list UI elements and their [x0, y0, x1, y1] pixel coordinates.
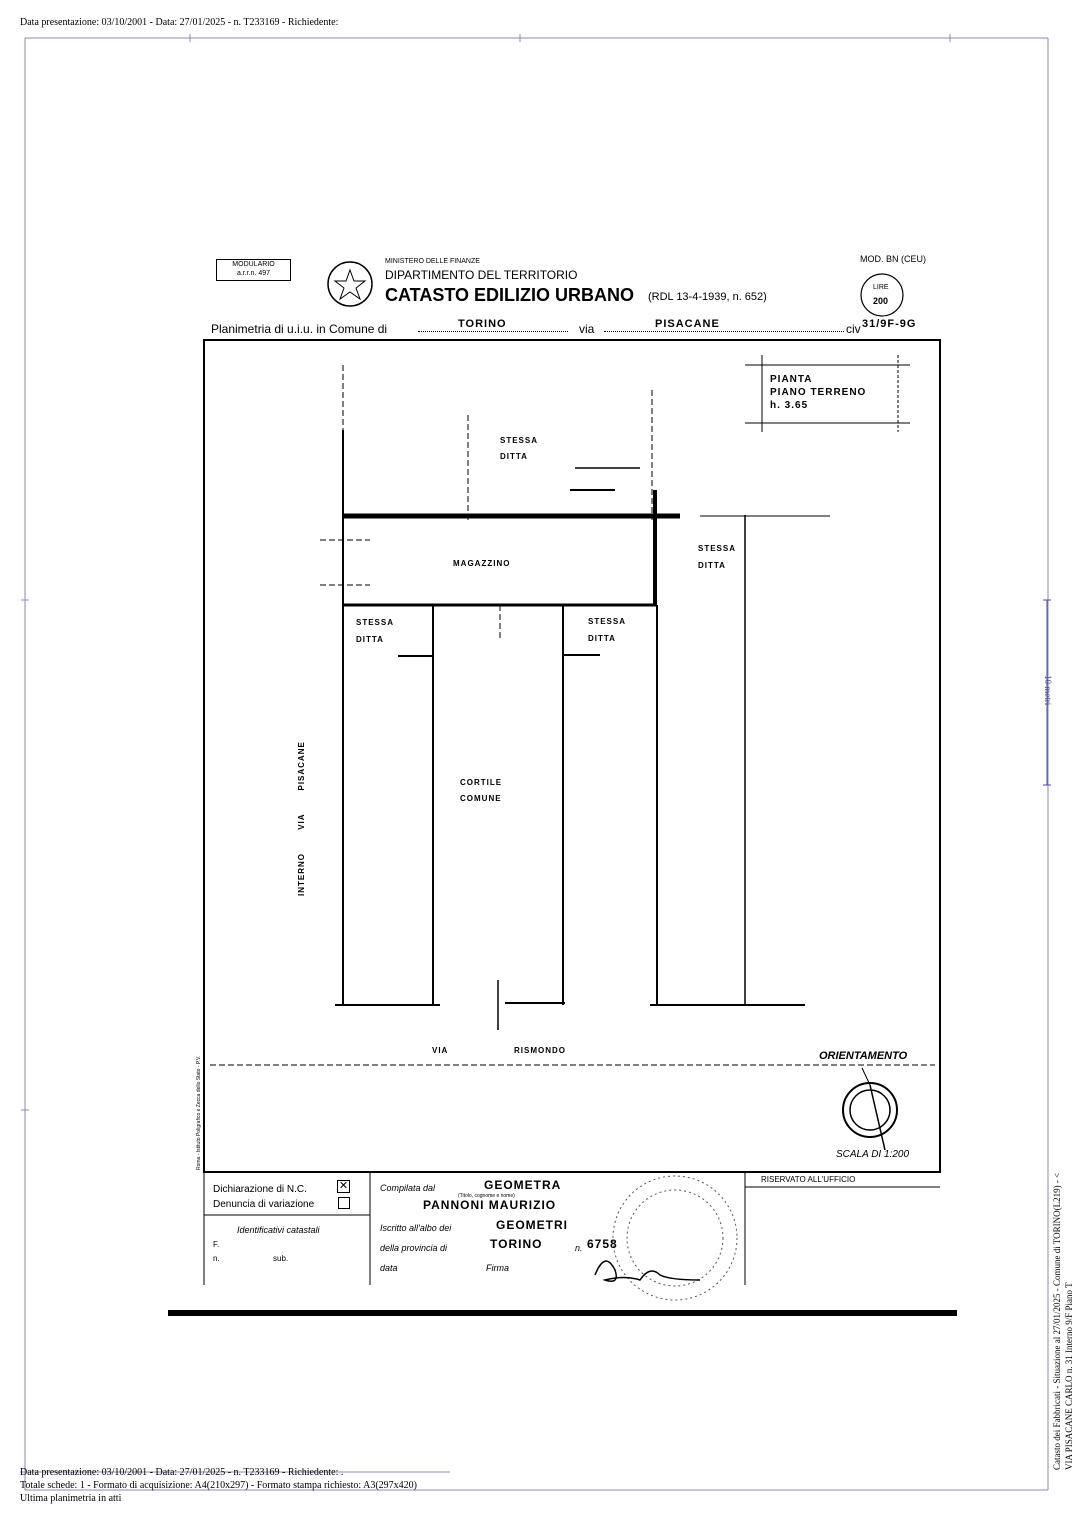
- label-rismondo: RISMONDO: [514, 1046, 566, 1055]
- f-label: F.: [213, 1240, 220, 1249]
- label-line: STESSA: [588, 617, 627, 626]
- plan-title: PIANTA PIANO TERRENO h. 3.65: [770, 373, 866, 412]
- label-stessa-ditta-right: STESSA DITTA: [698, 540, 736, 574]
- dichiarazione-checkbox[interactable]: ✕: [337, 1180, 350, 1193]
- label-line: STESSA: [356, 618, 395, 627]
- iscritto-label: Iscritto all'albo dei: [380, 1223, 452, 1233]
- form-lines: [203, 1172, 940, 1285]
- label-line: DITTA: [698, 561, 726, 570]
- label-line: COMUNE: [460, 794, 502, 803]
- label-line: CORTILE: [460, 778, 503, 787]
- label-line: DITTA: [356, 635, 384, 644]
- side-info: Catasto dei Fabbricati - Situazione al 2…: [1051, 1173, 1075, 1470]
- denuncia-checkbox[interactable]: [338, 1197, 350, 1209]
- riservato-label: RISERVATO ALL'UFFICIO: [761, 1175, 856, 1184]
- orientamento-label: ORIENTAMENTO: [819, 1050, 908, 1062]
- modulario-box: MODULARIO a.r.r.n. 497: [216, 259, 291, 281]
- compilatore-nome: PANNONI MAURIZIO: [423, 1198, 557, 1212]
- drawing-frame: [203, 339, 941, 1173]
- footer: Data presentazione: 03/10/2001 - Data: 2…: [20, 1466, 417, 1505]
- civ-value: 31/9F-9G: [862, 318, 917, 330]
- provincia-label: della provincia di: [380, 1243, 448, 1253]
- label-stessa-ditta-left: STESSA DITTA: [356, 614, 394, 648]
- via-value: PISACANE: [655, 318, 720, 330]
- scala-label: SCALA DI 1:200: [836, 1149, 910, 1160]
- label-line: DITTA: [500, 452, 528, 461]
- footer-line: Totale schede: 1 - Formato di acquisizio…: [20, 1480, 417, 1491]
- header-text: Data presentazione: 03/10/2001 - Data: 2…: [20, 17, 339, 28]
- side-info-line: Catasto dei Fabbricati - Situazione al 2…: [1052, 1172, 1062, 1470]
- comune-value: TORINO: [458, 318, 507, 330]
- modulario-label: MODULARIO: [232, 261, 275, 268]
- label-line: DITTA: [588, 634, 616, 643]
- signature: [594, 1260, 701, 1282]
- label-cortile-comune: CORTILE COMUNE: [460, 775, 502, 807]
- page-frame: [21, 34, 1049, 1491]
- compilata-value: GEOMETRA: [484, 1178, 562, 1192]
- label-via: VIA: [432, 1046, 449, 1055]
- title-box: [745, 355, 910, 432]
- document-title: CATASTO EDILIZIO URBANO: [385, 285, 634, 305]
- denuncia-label: Denuncia di variazione: [213, 1199, 315, 1210]
- label-magazzino: MAGAZZINO: [453, 559, 511, 568]
- label-line: STESSA: [698, 544, 737, 553]
- via-dots: [604, 331, 844, 332]
- orientation-compass: [842, 1067, 898, 1151]
- footer-line: Data presentazione: 03/10/2001 - Data: 2…: [20, 1467, 344, 1478]
- firma-label: Firma: [486, 1263, 509, 1273]
- data-label: data: [380, 1263, 398, 1273]
- department: DIPARTIMENTO DEL TERRITORIO: [385, 268, 578, 282]
- footer-line: Ultima planimetria in atti: [20, 1493, 122, 1504]
- dimension-lines: [210, 365, 935, 1066]
- model-code: MOD. BN (CEU): [860, 254, 926, 264]
- scale-bar: [1043, 599, 1051, 786]
- walls: [335, 430, 830, 1030]
- ministry: MINISTERO DELLE FINANZE: [385, 258, 480, 265]
- n-iscrizione-value: 6758: [587, 1237, 618, 1251]
- n-iscrizione-label: n.: [575, 1243, 583, 1253]
- titolo-hint: (Titolo, cognome e nome): [458, 1193, 515, 1199]
- stamp-value: 200: [873, 296, 889, 306]
- compilata-label: Compilata dal: [380, 1183, 436, 1193]
- emblem-icon: [327, 261, 373, 307]
- scale-bar-label: 10 metri: [1043, 675, 1053, 706]
- lire-stamp: [860, 273, 904, 317]
- albo-value: GEOMETRI: [496, 1218, 569, 1232]
- planimetria-label: Planimetria di u.i.u. in Comune di: [211, 322, 388, 336]
- label-stessa-ditta-top: STESSA DITTA: [500, 433, 538, 465]
- label-line: STESSA: [500, 436, 539, 445]
- side-info-line: VIA PISACANE CARLO n. 31 Interno 9/F Pia…: [1064, 1282, 1074, 1470]
- modulario-ref: a.r.r.n. 497: [236, 270, 271, 277]
- label-stessa-ditta-mid: STESSA DITTA: [588, 613, 626, 647]
- label-interno-via-pisacane: INTERNO VIA PISACANE: [297, 741, 306, 896]
- via-label: via: [579, 322, 595, 336]
- plan-title-line: PIANTA: [770, 374, 813, 385]
- identificativi-label: Identificativi catastali: [237, 1225, 320, 1235]
- dichiarazione-label: Dichiarazione di N.C.: [213, 1184, 307, 1195]
- comune-dots: [418, 331, 568, 332]
- law-reference: (RDL 13-4-1939, n. 652): [648, 291, 767, 303]
- provincia-value: TORINO: [490, 1237, 543, 1251]
- plan-title-line: h. 3.65: [770, 400, 809, 411]
- sub-label: sub.: [273, 1254, 289, 1263]
- plan-title-line: PIANO TERRENO: [770, 387, 867, 398]
- printer-note: Roma - Istituto Poligrafico e Zecca dell…: [196, 1055, 202, 1170]
- stamp-label: LIRE: [873, 284, 889, 291]
- n-label: n.: [213, 1254, 220, 1263]
- civ-label: civ: [846, 322, 861, 336]
- official-stamp: [612, 1175, 738, 1301]
